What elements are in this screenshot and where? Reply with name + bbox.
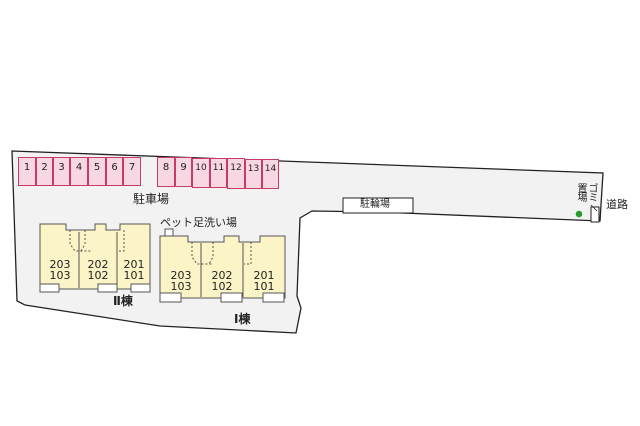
unit-block[interactable]: 203 103 [170, 269, 192, 293]
parking-spot-9[interactable]: 9 [175, 157, 192, 187]
parking-spot-12[interactable]: 12 [227, 158, 245, 189]
parking-spot-8[interactable]: 8 [157, 157, 175, 187]
building-1-label: Ⅰ棟 [234, 312, 251, 326]
parking-spot-1[interactable]: 1 [18, 157, 36, 186]
parking-spot-4[interactable]: 4 [70, 157, 88, 186]
parking-spot-6[interactable]: 6 [106, 157, 123, 186]
unit-block[interactable]: 202 102 [211, 269, 233, 293]
parking-spot-3[interactable]: 3 [53, 157, 70, 186]
trash-box [590, 206, 600, 223]
parking-spot-13[interactable]: 13 [245, 159, 262, 189]
parking-spot-7[interactable]: 7 [123, 157, 141, 186]
building-2-shape [39, 223, 151, 293]
bicycle-parking-box [342, 197, 414, 214]
parking-spot-10[interactable]: 10 [192, 158, 210, 188]
building-2-label: Ⅱ棟 [113, 294, 133, 308]
road-label: 道路 [606, 198, 628, 211]
unit-block[interactable]: 201 101 [123, 258, 145, 282]
bicycle-parking-label: 駐輪場 [360, 199, 390, 210]
pet-wash-label: ペット足洗い場 [160, 216, 237, 229]
building-1-shape [159, 228, 286, 303]
trash-point-dot [575, 210, 583, 218]
trash-area-label: ゴミ 置場 [575, 183, 597, 201]
pet-wash-fixture [164, 228, 174, 237]
trash-label-line1: ゴミ [586, 183, 597, 201]
parking-spot-11[interactable]: 11 [210, 158, 227, 188]
parking-spot-5[interactable]: 5 [88, 157, 106, 186]
trash-label-line2: 置場 [575, 183, 586, 201]
parking-spot-14[interactable]: 14 [262, 159, 279, 189]
unit-block[interactable]: 201 101 [253, 269, 275, 293]
unit-block[interactable]: 203 103 [49, 258, 71, 282]
parking-label: 駐車場 [133, 192, 170, 206]
parking-spot-2[interactable]: 2 [36, 157, 53, 186]
unit-block[interactable]: 202 102 [87, 258, 109, 282]
